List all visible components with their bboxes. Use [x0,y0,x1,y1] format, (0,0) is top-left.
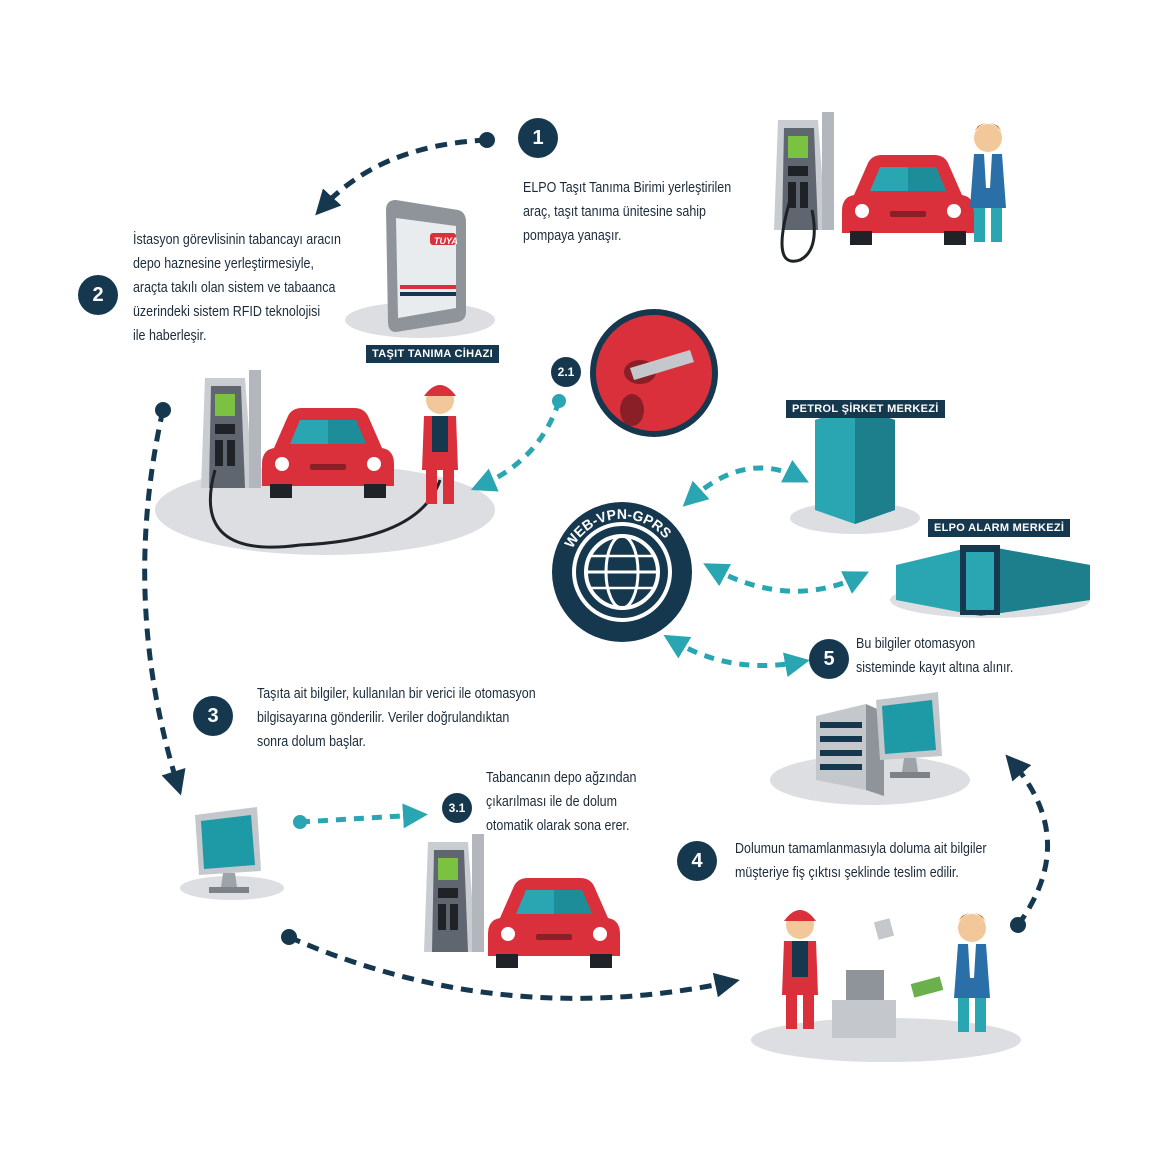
fuel-pump-illustration [774,112,834,230]
flow-arrow-network-petrol [682,460,809,507]
device-logo: TUYA [434,236,458,246]
network-globe [552,502,692,642]
rfid-closeup [590,309,718,437]
alarm-hq-label: ELPO ALARM MERKEZİ [928,519,1071,537]
petrol-hq-building [815,406,895,524]
step-3-text: Taşıta ait bilgiler, kullanılan bir veri… [257,686,536,750]
step-1-text: ELPO Taşıt Tanıma Birimi yerleştirilen a… [523,180,732,244]
vehicle-recognition-device [386,200,466,332]
car-illustration [842,155,974,245]
device-label: TAŞIT TANIMA CİHAZI [366,345,499,363]
arrow-start-dot [281,929,297,945]
customer-illustration [954,913,990,1032]
step-5-text: Bu bilgiler otomasyon sisteminde kayıt a… [856,636,1014,676]
step-badge-1: 1 [518,118,558,158]
receipt-icon [873,918,895,940]
arrow-start-dot [155,402,171,418]
flow-arrow-4-to-5 [1005,754,1050,927]
flow-arrow-network-automation [663,634,810,678]
flow-arrow-rfid [470,400,562,492]
car-illustration [262,408,394,498]
arrow-start-dot [293,815,307,829]
attendant-illustration [782,910,818,1029]
alarm-hq-building [896,545,1090,616]
step-2-text: İstasyon görevlisinin tabancayı aracın d… [133,232,341,344]
cash-register [832,970,896,1038]
arrow-start-dot [552,394,566,408]
customer-illustration [970,123,1006,242]
cash-money-icon [910,976,944,998]
flow-arrow-3-to-4 [287,934,740,1001]
step-badge-5: 5 [809,639,849,679]
fuel-pump-illustration [201,370,261,488]
step-badge-2: 2 [78,275,118,315]
step-badge-3: 3 [193,696,233,736]
flow-arrow-monitor-to-end [299,803,428,829]
step-badge-2-1: 2.1 [551,357,581,387]
cashier-ground [751,1018,1021,1062]
step-4-text: Dolumun tamamlanmasıyla doluma ait bilgi… [735,841,987,881]
pump-hose [208,469,442,549]
car-illustration [488,878,620,968]
step-3-1-text: Tabancanın depo ağzından çıkarılması ile… [486,770,637,834]
flow-arrow-1-to-2 [315,137,488,216]
arrow-start-dot [479,132,495,148]
step-badge-4: 4 [677,841,717,881]
petrol-hq-label: PETROL ŞİRKET MERKEZİ [786,400,945,418]
flow-arrow-network-alarm [703,563,869,594]
fuel-pump-illustration [424,834,484,952]
pump-hose [780,199,816,263]
flow-arrow-2-to-3 [142,409,186,796]
step-badge-3-1: 3.1 [442,793,472,823]
arrow-start-dot [1010,917,1026,933]
